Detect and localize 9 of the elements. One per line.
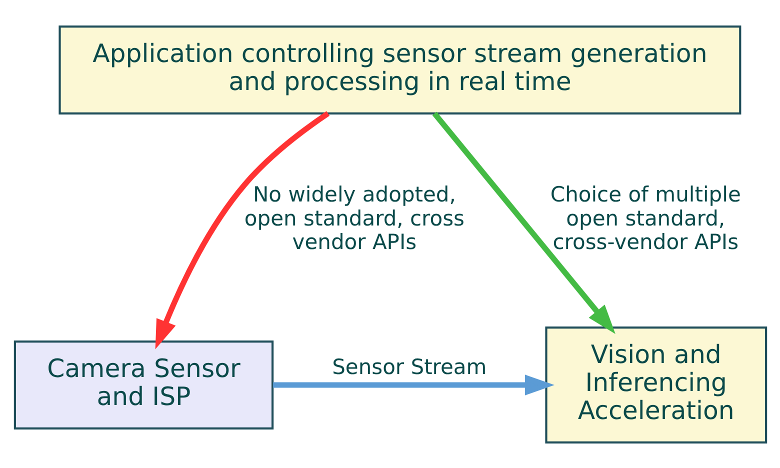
edge-label: No widely adopted, open standard, cross vendor APIs [244, 182, 464, 254]
node-box: Application controlling sensor stream generation and processing in real time [58, 25, 741, 114]
arrow [272, 374, 554, 395]
edge-label: Sensor Stream [332, 354, 486, 378]
node-box: Vision and Inferencing Acceleration [544, 326, 767, 443]
edge-label: Choice of multiple open standard, cross-vendor APIs [550, 182, 740, 254]
node-box: Camera Sensor and ISP [13, 340, 274, 429]
arrow [154, 110, 330, 349]
arrow [432, 111, 615, 334]
